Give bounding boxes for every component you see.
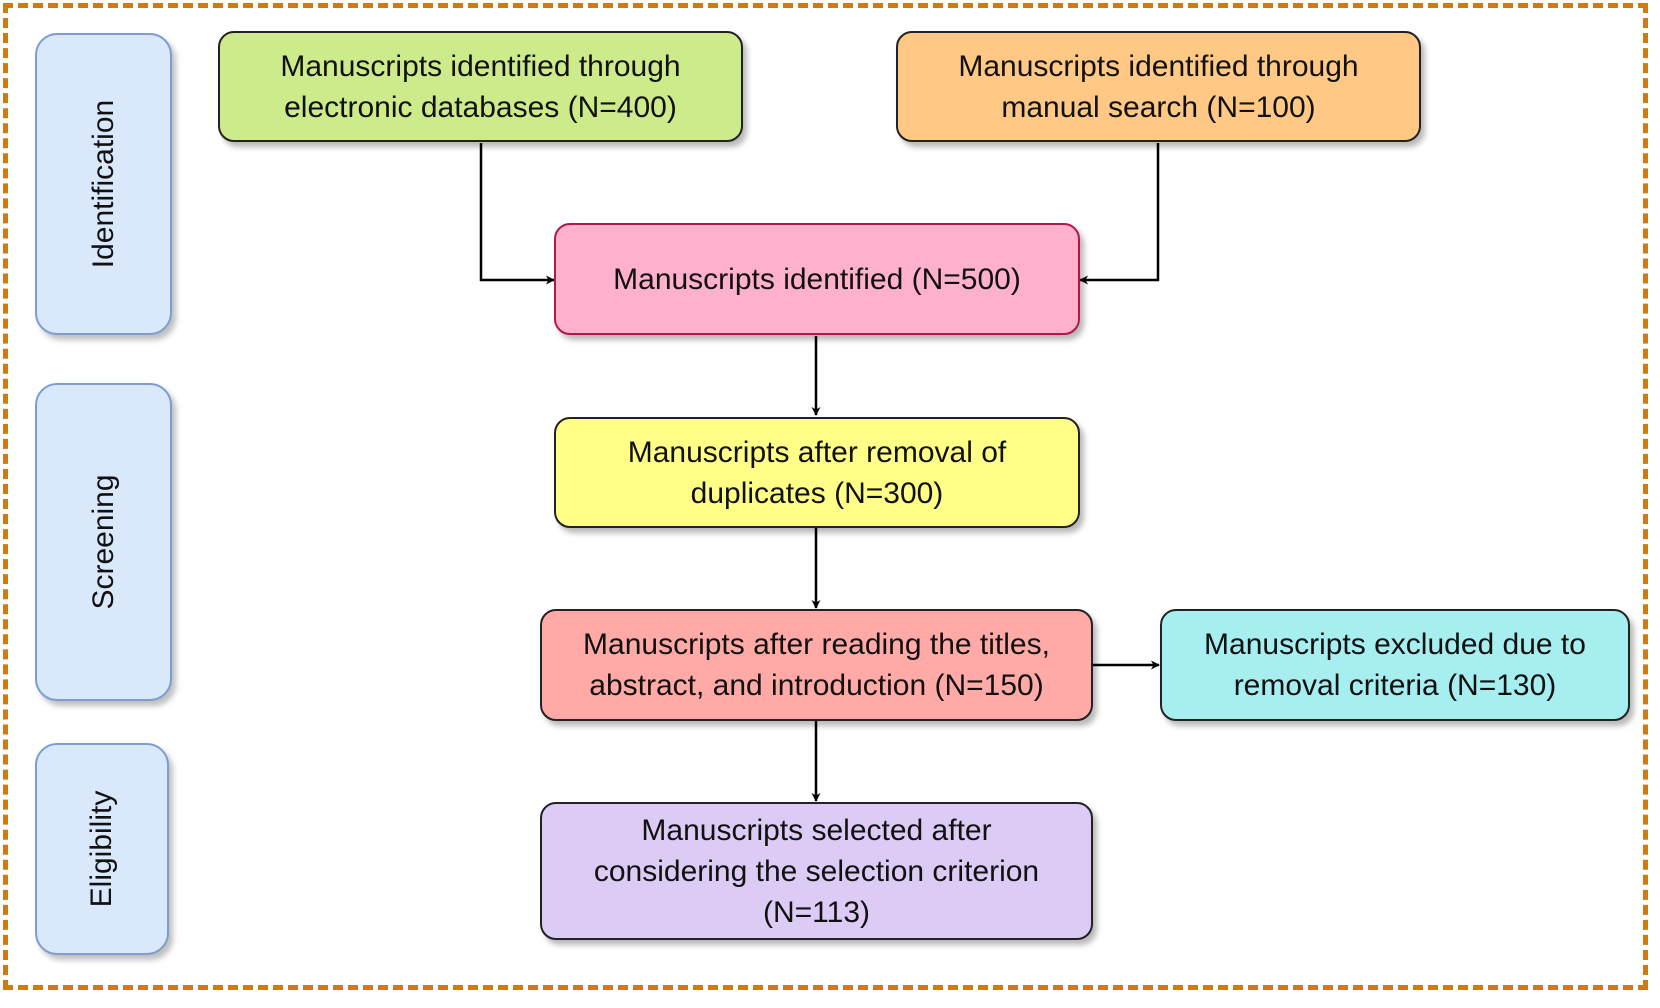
box-duplicates-line1: Manuscripts after removal of xyxy=(627,435,1007,469)
box-electronic-databases: Manuscripts identified through electroni… xyxy=(218,31,743,142)
stage-screening: Screening xyxy=(35,383,172,701)
box-selected-line1: Manuscripts selected after xyxy=(641,813,992,847)
box-duplicates-line2: duplicates (N=300) xyxy=(690,476,944,510)
box-excluded: Manuscripts excluded due to removal crit… xyxy=(1160,609,1630,721)
edge-manual-to-identified xyxy=(1079,143,1160,285)
box-manual-line2: manual search (N=100) xyxy=(1001,90,1316,124)
box-manual-line1: Manuscripts identified through xyxy=(958,49,1359,83)
stage-eligibility: Eligibility xyxy=(35,743,169,955)
stage-identification: Identification xyxy=(35,33,172,335)
box-identified: Manuscripts identified (N=500) xyxy=(554,223,1080,335)
box-after-duplicates: Manuscripts after removal of duplicates … xyxy=(554,417,1080,528)
box-selected-line2: considering the selection criterion xyxy=(593,854,1040,888)
box-manual-search: Manuscripts identified through manual se… xyxy=(896,31,1421,142)
box-reading-line1: Manuscripts after reading the titles, xyxy=(583,628,1050,661)
dashed-frame xyxy=(3,3,1648,990)
box-selected: Manuscripts selected after considering t… xyxy=(540,802,1093,940)
box-identified-line1: Manuscripts identified (N=500) xyxy=(613,262,1021,296)
box-excluded-line2: removal criteria (N=130) xyxy=(1233,669,1557,702)
box-excluded-line1: Manuscripts excluded due to xyxy=(1204,628,1586,661)
box-electronic-line2: electronic databases (N=400) xyxy=(284,90,677,124)
box-reading-line2: abstract, and introduction (N=150) xyxy=(589,669,1044,702)
box-electronic-line1: Manuscripts identified through xyxy=(280,49,681,83)
box-selected-line3: (N=113) xyxy=(763,895,870,929)
edge-electronic-to-identified xyxy=(479,143,555,285)
box-after-reading: Manuscripts after reading the titles, ab… xyxy=(540,609,1093,721)
